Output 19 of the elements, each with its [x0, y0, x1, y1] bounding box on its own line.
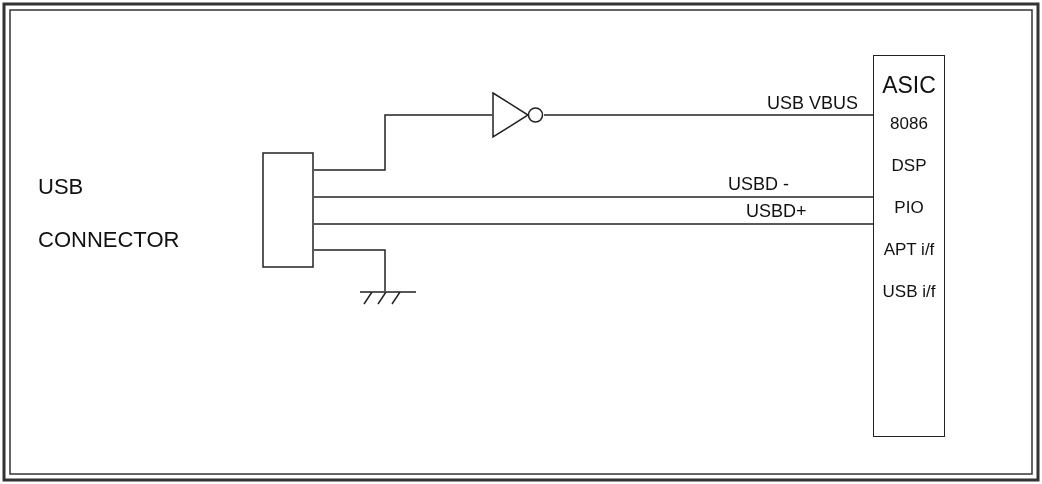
function-label: USB i/f [882, 283, 936, 300]
signal-label: USBD+ [746, 202, 807, 220]
chip-box [873, 55, 945, 437]
signal-label: USBD - [728, 175, 789, 193]
inverter-symbol [492, 91, 544, 139]
connector-label: USB CONNECTOR [38, 173, 181, 254]
wire [543, 114, 874, 116]
wire [313, 223, 874, 225]
function-label: PIO [894, 199, 924, 216]
function-label: 8086 [890, 115, 928, 132]
connector-block [262, 152, 314, 268]
signal-label: USB VBUS [766, 94, 858, 112]
function-label: APT i/f [883, 241, 935, 258]
ground-symbol [359, 291, 417, 305]
function-label: DSP [891, 157, 927, 174]
chip-title: ASIC [882, 74, 936, 97]
wire [313, 196, 874, 198]
wire [313, 114, 493, 171]
wire [313, 249, 386, 292]
